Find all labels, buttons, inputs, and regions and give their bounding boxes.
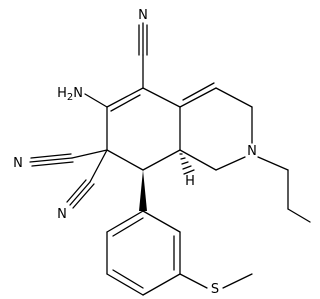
atom-label-h-stereo: H	[185, 174, 195, 189]
bond-c7-cn-upper	[71, 149, 108, 159]
triple-bond-upper-a	[29, 157, 73, 163]
bond-c7-c8	[106, 149, 144, 171]
bond-c4a-c5	[142, 87, 181, 108]
phenyl-bond-6	[106, 210, 144, 233]
bond-n2-c1	[215, 156, 246, 171]
hash-bond-c8a-h	[179, 153, 195, 175]
bond-c8-c8a	[142, 149, 181, 171]
bond-n2-propyl-1	[257, 156, 289, 171]
atom-label-n-nitrile-left-lower: N	[57, 207, 67, 222]
bond-aryl-s	[179, 273, 208, 289]
wedge-bond-c8-aryl	[139, 170, 147, 211]
atom-label-sulfur: S	[211, 282, 219, 297]
phenyl-bond-4-inner	[112, 269, 144, 289]
phenyl-bond-6-inner	[112, 217, 144, 237]
phenyl-bond-1	[142, 210, 181, 233]
triple-bond-upper-c	[31, 161, 74, 167]
double-bond-c4a-c4-inner	[182, 82, 215, 101]
bonds	[29, 22, 311, 296]
bond-c4a-c4	[179, 87, 217, 108]
double-bond-c5-c6-inner	[110, 94, 141, 112]
triple-bond-lower-b	[66, 179, 87, 203]
atom-labels: N H2N N N N H S	[13, 8, 257, 297]
bond-c1-c8a	[179, 149, 217, 171]
atom-label-amine: H2N	[57, 86, 83, 103]
bond-c6-nh2	[84, 93, 108, 108]
bond-propyl-2-3	[287, 208, 311, 223]
atom-label-n-ring: N	[247, 144, 257, 159]
atom-label-n-nitrile-left-upper: N	[13, 156, 23, 171]
atom-label-n-nitrile-top: N	[138, 8, 148, 23]
bond-s-methyl	[222, 273, 253, 289]
phenyl-bond-4	[106, 273, 144, 296]
bond-c5-c6	[106, 87, 144, 108]
phenyl-bond-3	[142, 273, 181, 296]
bond-c7-cn-lower	[89, 149, 108, 183]
triple-bond-upper-b	[30, 153, 72, 159]
triple-bond-lower-a	[69, 181, 91, 206]
triple-bond-lower-c	[72, 183, 95, 209]
bond-c4-c3	[215, 87, 253, 108]
